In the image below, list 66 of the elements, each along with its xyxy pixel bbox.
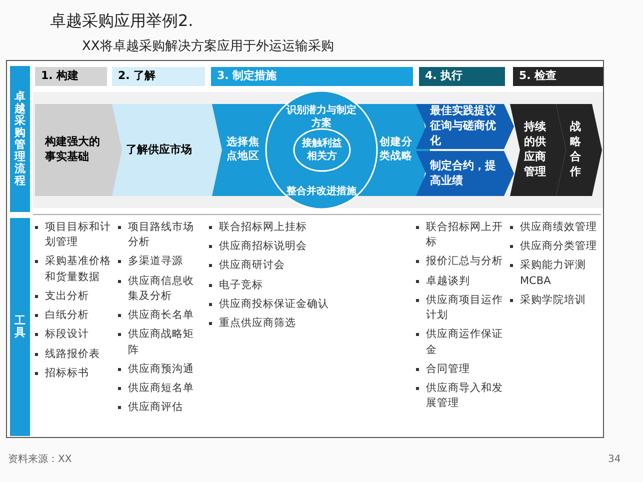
node-text: 了解供应市场 [126,142,192,158]
circle-shape [293,128,351,172]
node-text: 工具 [14,314,26,340]
tool-item: 供应商分类管理 [520,239,597,254]
tool-item: 供应商投标保证金确认 [219,296,329,312]
node-text: 卓越采购管理流程 [14,90,26,188]
chevron-step [556,104,602,196]
tool-item: 供应商预沟通 [128,362,194,377]
tool-item: 供应商导入和发展管理 [426,380,504,412]
tool-item: 项目目标和计划管理 [45,220,111,250]
node-text: 整合并改进措施 [286,185,358,198]
node-text: 1. 构建 [41,68,79,84]
node-text: 构建强大的事实基础 [45,135,101,165]
tool-item: 招标标书 [45,366,89,381]
node-text: 持续的供应商管理 [524,120,547,180]
source-note: 资料来源：XX [8,452,72,467]
tool-item: 电子竞标 [219,278,263,293]
chevron-step [416,151,514,196]
tool-item: 采购能力评测MCBA [520,258,587,289]
page-number: 34 [608,453,621,467]
tool-item: 报价汇总与分析 [426,254,503,270]
tool-item: 供应商运作保证金 [426,327,504,358]
tool-item: 卓越谈判 [426,274,470,289]
node-text: 2. 了解 [118,68,156,84]
node-text: 4. 执行 [425,68,463,84]
tool-item: 供应商绩效管理 [520,220,597,235]
tool-item: 支出分析 [45,288,89,304]
node-text: 选择焦点地区 [226,136,260,164]
stage-header [35,67,107,86]
node-text: 接触利益相关方 [300,137,343,163]
tool-item: 供应商战略矩阵 [128,327,195,358]
tool-item: 供应商长名单 [128,308,194,324]
chevron-step [35,104,123,196]
tool-item: 多渠道寻源 [128,254,183,270]
tool-item: 重点供应商筛选 [219,316,296,332]
tool-item: 联合招标网上开标 [426,220,504,250]
node-text: 制定合约，提高业绩 [430,158,497,188]
node-text: 战略合作 [570,120,582,180]
node-text: 5. 检查 [519,68,557,84]
title: 卓越采购应用举例2. [50,10,194,32]
tool-item: 供应商项目运作计划 [426,292,504,324]
stage-header [419,67,505,86]
chevron-step [416,104,514,149]
tool-item: 供应商招标说明会 [219,239,307,254]
stage-header [211,67,413,86]
stage-header [513,67,603,86]
tool-item: 合同管理 [426,362,470,377]
node-text: 最佳实践提议征询与磋商优化 [430,104,497,149]
tool-item: 项目路线市场分析 [128,220,195,250]
tool-item: 线路报价表 [45,346,100,362]
node-text: 识别潜力与制定方案 [285,104,358,130]
node-text: 3. 制定措施 [217,68,277,84]
tool-item: 供应商信息收集及分析 [128,274,195,304]
subtitle: XX将卓越采购解决方案应用于外运运输采购 [82,38,334,56]
tool-item: 采购基准价格和货量数据 [45,254,111,285]
node-text: 创建分类战略 [379,136,413,164]
tool-item: 白纸分析 [45,308,89,324]
tool-item: 供应商短名单 [128,380,194,396]
side-label-bar [10,218,30,436]
tool-item: 标段设计 [45,327,89,342]
tool-item: 供应商研讨会 [219,258,285,274]
tool-item: 供应商评估 [128,400,183,416]
side-label-bar [10,66,30,212]
tool-item: 联合招标网上挂标 [219,220,307,235]
tool-item: 采购学院培训 [520,292,586,308]
stage-header [112,67,205,86]
